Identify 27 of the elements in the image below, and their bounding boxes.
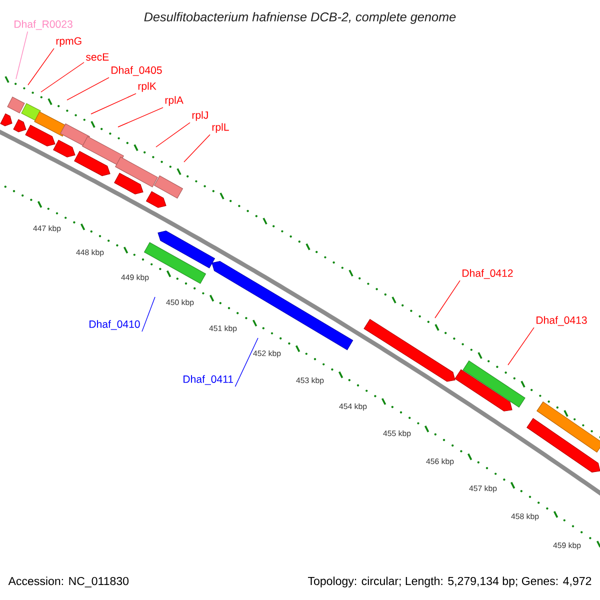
gene-label: Dhaf_R0023: [14, 20, 72, 30]
leader-line: [118, 107, 164, 128]
title: Desulfitobacterium hafniense DCB-2, complete genome: [144, 12, 456, 24]
gene-label: Dhaf_0411: [184, 375, 233, 385]
leader-line: [16, 31, 28, 80]
gene-label: Dhaf_0410: [90, 320, 140, 330]
gene-label: Dhaf_0413: [536, 316, 587, 326]
leader-line: [40, 62, 84, 92]
leader-line: [508, 327, 534, 366]
gene-label: rplL: [212, 123, 229, 133]
footer-text: Accession: NC_011830: [8, 576, 129, 588]
gene-label: rpmG: [56, 37, 82, 47]
leader-line: [234, 338, 258, 387]
leader-line: [90, 93, 136, 114]
gene-label: rplA: [165, 96, 184, 106]
leader-line: [28, 48, 54, 86]
gene-label: rplK: [138, 82, 156, 92]
gene-label: secE: [86, 53, 109, 61]
gene-label: Dhaf_0405: [112, 66, 162, 76]
gene-label: Dhaf_0412: [462, 269, 513, 279]
leader-line: [434, 280, 460, 318]
leader-line: [142, 296, 156, 332]
leader-line: [66, 77, 110, 100]
gene-label: rplJ: [192, 111, 208, 121]
leader-line: [156, 122, 190, 148]
leader-line: [184, 134, 210, 162]
footer-text: Topology: circular; Length: 5,279,134 bp; Genes: 4,972: [308, 576, 592, 588]
